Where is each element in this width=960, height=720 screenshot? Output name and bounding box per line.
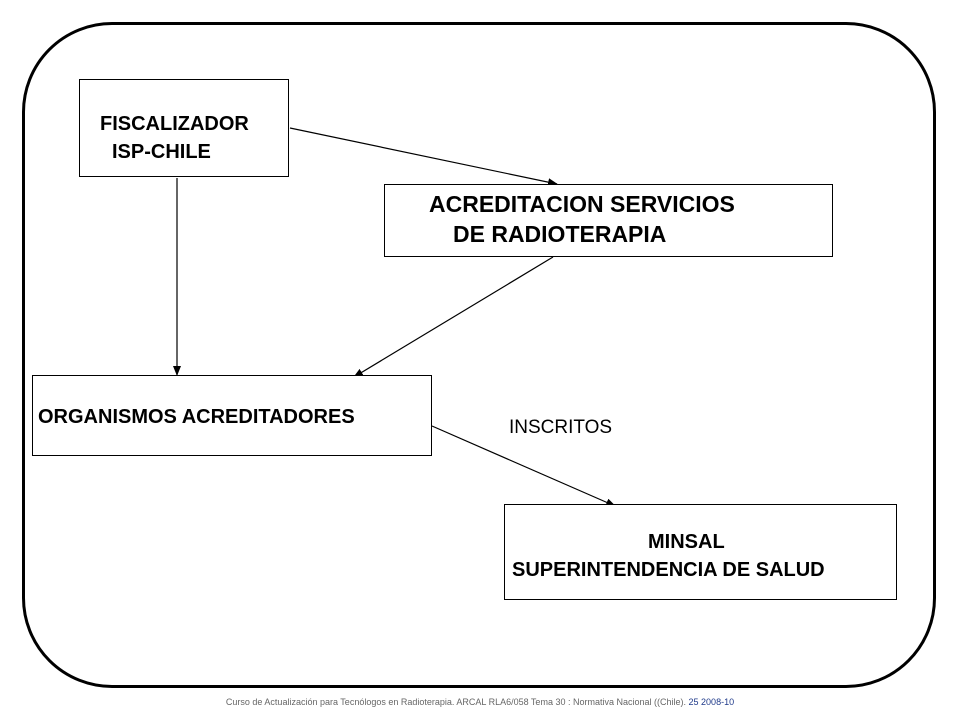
node-organismos-line1: ORGANISMOS ACREDITADORES	[38, 406, 355, 428]
node-fiscalizador: FISCALIZADOR ISP-CHILE	[79, 79, 289, 177]
node-organismos: ORGANISMOS ACREDITADORES	[32, 375, 432, 456]
node-minsal-line1: MINSAL	[648, 531, 725, 553]
footer-text: Curso de Actualización para Tecnólogos e…	[225, 697, 686, 707]
rounded-frame	[22, 22, 936, 688]
node-fiscalizador-line2: ISP-CHILE	[112, 141, 211, 163]
footer-date: 2008-10	[701, 697, 735, 707]
arrow-fiscalizador-to-acreditacion	[289, 127, 558, 187]
node-fiscalizador-line1: FISCALIZADOR	[100, 113, 249, 135]
arrow-organismos-to-minsal	[431, 425, 616, 507]
node-acreditacion: ACREDITACION SERVICIOS DE RADIOTERAPIA	[384, 184, 833, 257]
node-acreditacion-line2: DE RADIOTERAPIA	[453, 221, 667, 247]
footer: Curso de Actualización para Tecnólogos e…	[0, 697, 960, 707]
arrow-acreditacion-to-organismos	[353, 256, 554, 378]
edge-label-inscritos: INSCRITOS	[509, 417, 613, 438]
node-minsal: MINSAL SUPERINTENDENCIA DE SALUD	[504, 504, 897, 600]
node-acreditacion-line1: ACREDITACION SERVICIOS	[429, 191, 735, 217]
footer-page-number: 25	[688, 697, 699, 707]
node-minsal-line2: SUPERINTENDENCIA DE SALUD	[512, 559, 825, 581]
